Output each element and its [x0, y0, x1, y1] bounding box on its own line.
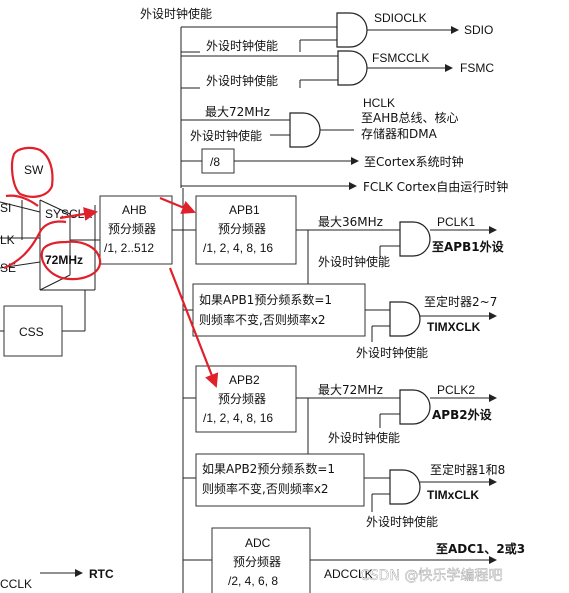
pclk2-and-gate [399, 389, 431, 425]
periph-enable-label-8: 外设时钟使能 [366, 514, 438, 529]
max72-label-2: 最大72MHz [318, 383, 383, 397]
ahb-to-apb1-arrow [159, 196, 196, 214]
adcclk-label: ADCCLK [324, 567, 373, 581]
max36-label: 最大36MHz [318, 215, 383, 229]
periph-enable-label-6: 外设时钟使能 [356, 345, 428, 360]
ahb-title: AHB [122, 203, 147, 217]
periph-enable-label-7: 外设时钟使能 [328, 430, 400, 445]
fsmc-label: FSMC [460, 61, 494, 75]
ahb-line3: /1, 2..512 [104, 241, 154, 255]
timxclk-b-and-gate [389, 469, 421, 505]
mux-bracket-bottom [3, 220, 67, 270]
timxclk-a-and-gate [389, 301, 421, 337]
ahb-to-apb2-arrow [168, 267, 219, 388]
periph-enable-label-1: 外设时钟使能 [140, 6, 212, 21]
pclk1-and-gate [399, 221, 431, 257]
hclk-dest-line1: 至AHB总线、核心 [361, 111, 458, 125]
rtc-label: RTC [89, 567, 114, 581]
adc-prescaler-box [211, 527, 311, 593]
fsmcclk-label: FSMCCLK [372, 51, 429, 65]
fsmc-branch [181, 50, 453, 89]
red-annotations [3, 146, 219, 388]
timer27-label: 至定时器2~7 [424, 294, 497, 309]
apb2-title: APB2 [229, 373, 260, 387]
sysclk-label: SYSCLK [45, 207, 92, 221]
periph-enable-label-4: 外设时钟使能 [190, 128, 262, 143]
adc-line3: /2, 4, 6, 8 [228, 574, 278, 588]
cortex-sys-label: 至Cortex系统时钟 [364, 154, 464, 169]
fclk-label: FCLK Cortex自由运行时钟 [363, 179, 508, 194]
max72-label-1: 最大72MHz [205, 105, 270, 119]
apb1-cond-line2: 则频率不变,否则频率x2 [199, 312, 326, 327]
to-apb2-label: APB2外设 [432, 407, 493, 422]
apb1-title: APB1 [229, 203, 260, 217]
si-label: SI [0, 201, 11, 215]
system-clock-mux-area [0, 199, 100, 357]
div8-box [201, 148, 235, 174]
sysclk-to-ahb-arrow [59, 207, 98, 221]
timer18-label: 至定时器1和8 [430, 462, 505, 477]
pclk2-branch [296, 389, 497, 470]
csdn-watermark: CSDN @快乐学编程吧 [360, 568, 502, 584]
timxclk-b-branch [364, 469, 497, 512]
freq72-label: 72MHz [45, 253, 83, 267]
div8-branch [181, 148, 359, 174]
pclk1-branch [296, 221, 497, 305]
timxclk-a-label: TIMXCLK [427, 320, 481, 334]
apb1-cond-box [192, 283, 366, 337]
pclk1-label: PCLK1 [437, 215, 475, 229]
ahb-prescaler-box [99, 195, 173, 265]
hclk-and-gate [289, 112, 321, 148]
div8-label: /8 [210, 155, 220, 169]
lk-label: LK [0, 233, 15, 247]
cclk-label: CCLK [0, 577, 32, 591]
hclk-dest-line2: 存储器和DMA [361, 126, 438, 141]
sw-circle [10, 146, 54, 198]
timxclk-b-label: TIMxCLK [427, 488, 479, 502]
adc-line2: 预分频器 [233, 555, 281, 569]
hclk-label: HCLK [363, 96, 395, 110]
periph-enable-label-3: 外设时钟使能 [206, 73, 278, 88]
apb2-line3: /1, 2, 4, 8, 16 [203, 411, 273, 425]
apb2-line2: 预分频器 [218, 392, 266, 406]
css-label: CSS [19, 325, 44, 339]
adc-title: ADC [245, 536, 271, 550]
apb2-cond-box [195, 453, 365, 507]
pclk2-label: PCLK2 [437, 383, 475, 397]
sdio-and-gate [336, 12, 368, 48]
freq72-circle [40, 240, 102, 281]
timxclk-a-branch [365, 301, 497, 342]
apb2-cond-line2: 则频率不变,否则频率x2 [202, 481, 329, 496]
sw-label: SW [24, 163, 44, 177]
mux-bracket-top [5, 194, 39, 207]
apb1-line2: 预分频器 [218, 222, 266, 236]
sdioclk-label: SDIOCLK [374, 11, 427, 25]
fsmc-and-gate [337, 50, 368, 86]
apb1-prescaler-box [195, 195, 297, 265]
apb2-cond-line1: 如果APB2预分频系数=1 [202, 461, 335, 476]
to-apb1-label: 至APB1外设 [432, 239, 505, 254]
sdio-branch [181, 12, 459, 53]
periph-enable-label-5: 外设时钟使能 [318, 254, 390, 269]
sdio-label: SDIO [464, 23, 493, 37]
hclk-branch [181, 112, 354, 148]
apb1-line3: /1, 2, 4, 8, 16 [203, 241, 273, 255]
to-adc-label: 至ADC1、2或3 [436, 541, 525, 556]
ahb-line2: 预分频器 [108, 222, 156, 236]
apb1-cond-line1: 如果APB1预分频系数=1 [199, 292, 332, 307]
periph-enable-label-2: 外设时钟使能 [206, 38, 278, 53]
